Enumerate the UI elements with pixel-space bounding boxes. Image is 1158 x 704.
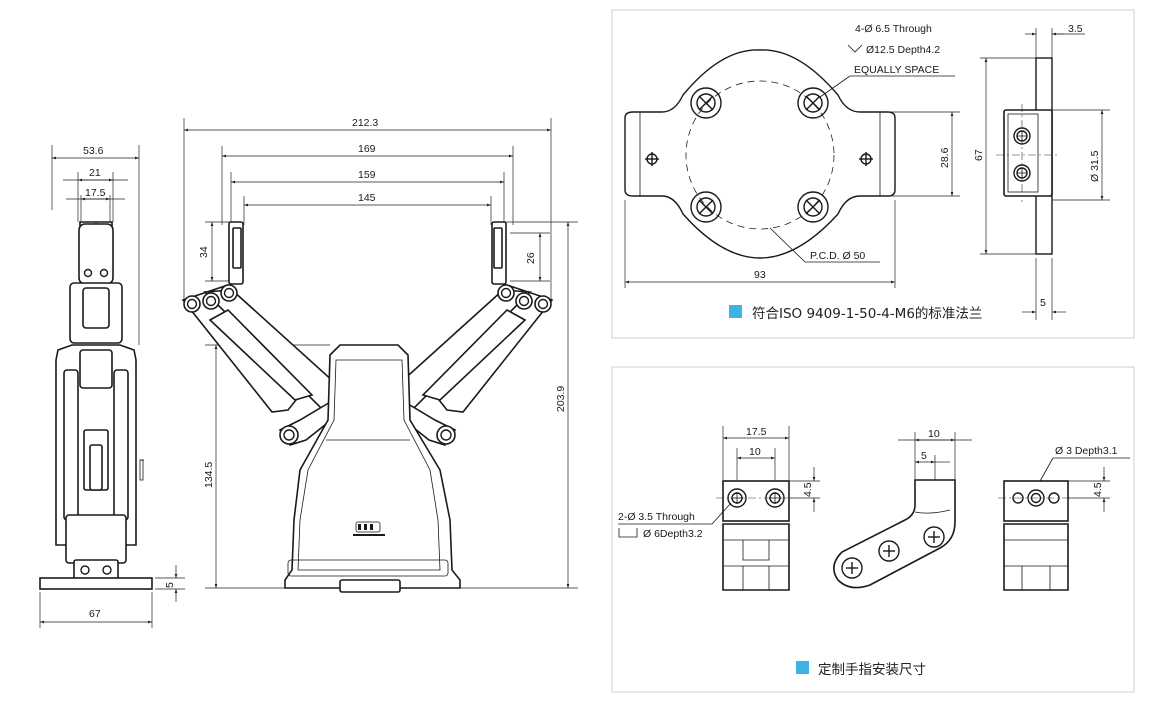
finger-caption: 定制手指安装尺寸	[818, 662, 926, 678]
note-depth2: Ø 3 Depth3.1	[1055, 445, 1118, 457]
dim-5-flange: 5	[1040, 297, 1046, 309]
dim-31-5: Ø 31.5	[1089, 150, 1101, 182]
note-holes: 4-Ø 6.5 Through	[855, 23, 932, 35]
front-view: 212.3 169 159 145 34 26 203.9 134.5	[181, 117, 578, 593]
finger-panel: 17.5 10 4.5 2-Ø 3.5 Through Ø 6Depth3.2	[611, 366, 1135, 693]
flange-panel: 4-Ø 6.5 Through Ø12.5 Depth4.2 EQUALLY S…	[611, 9, 1135, 339]
dim-10-finger-a: 10	[749, 446, 761, 458]
note-counterbore: Ø12.5 Depth4.2	[866, 44, 940, 56]
flange-caption-marker	[729, 305, 742, 318]
finger-caption-marker	[796, 661, 809, 674]
dim-67-base: 67	[89, 608, 101, 620]
dim-93: 93	[754, 269, 766, 281]
note-spacing: EQUALLY SPACE	[854, 64, 939, 76]
dim-34: 34	[198, 246, 210, 258]
dim-17-5: 17.5	[85, 187, 106, 199]
side-view: 53.6 21 17.5 67	[39, 145, 185, 628]
dim-203-9: 203.9	[555, 386, 567, 412]
flange-caption: 符合ISO 9409-1-50-4-M6的标准法兰	[752, 306, 982, 322]
note-through: 2-Ø 3.5 Through	[618, 511, 695, 523]
dim-134-5: 134.5	[203, 462, 215, 488]
pcd-label: P.C.D. Ø 50	[810, 250, 865, 262]
dim-5-finger: 5	[921, 450, 927, 462]
dim-28-6: 28.6	[939, 147, 951, 168]
dim-26: 26	[525, 252, 537, 264]
dim-53-6: 53.6	[83, 145, 104, 157]
dim-159: 159	[358, 169, 376, 181]
dim-67-flange: 67	[973, 149, 985, 161]
note-depth: Ø 6Depth3.2	[643, 528, 703, 540]
dim-17-5-finger: 17.5	[746, 426, 767, 438]
dim-4-5-finger-b: 4.5	[1092, 482, 1104, 497]
dim-145: 145	[358, 192, 376, 204]
dim-10-finger-b: 10	[928, 428, 940, 440]
dim-212-3: 212.3	[352, 117, 378, 129]
dim-3-5: 3.5	[1068, 23, 1083, 35]
dim-5-base: 5	[164, 582, 176, 588]
dim-169: 169	[358, 143, 376, 155]
dim-4-5-finger-a: 4.5	[802, 482, 814, 497]
dim-21: 21	[89, 167, 101, 179]
